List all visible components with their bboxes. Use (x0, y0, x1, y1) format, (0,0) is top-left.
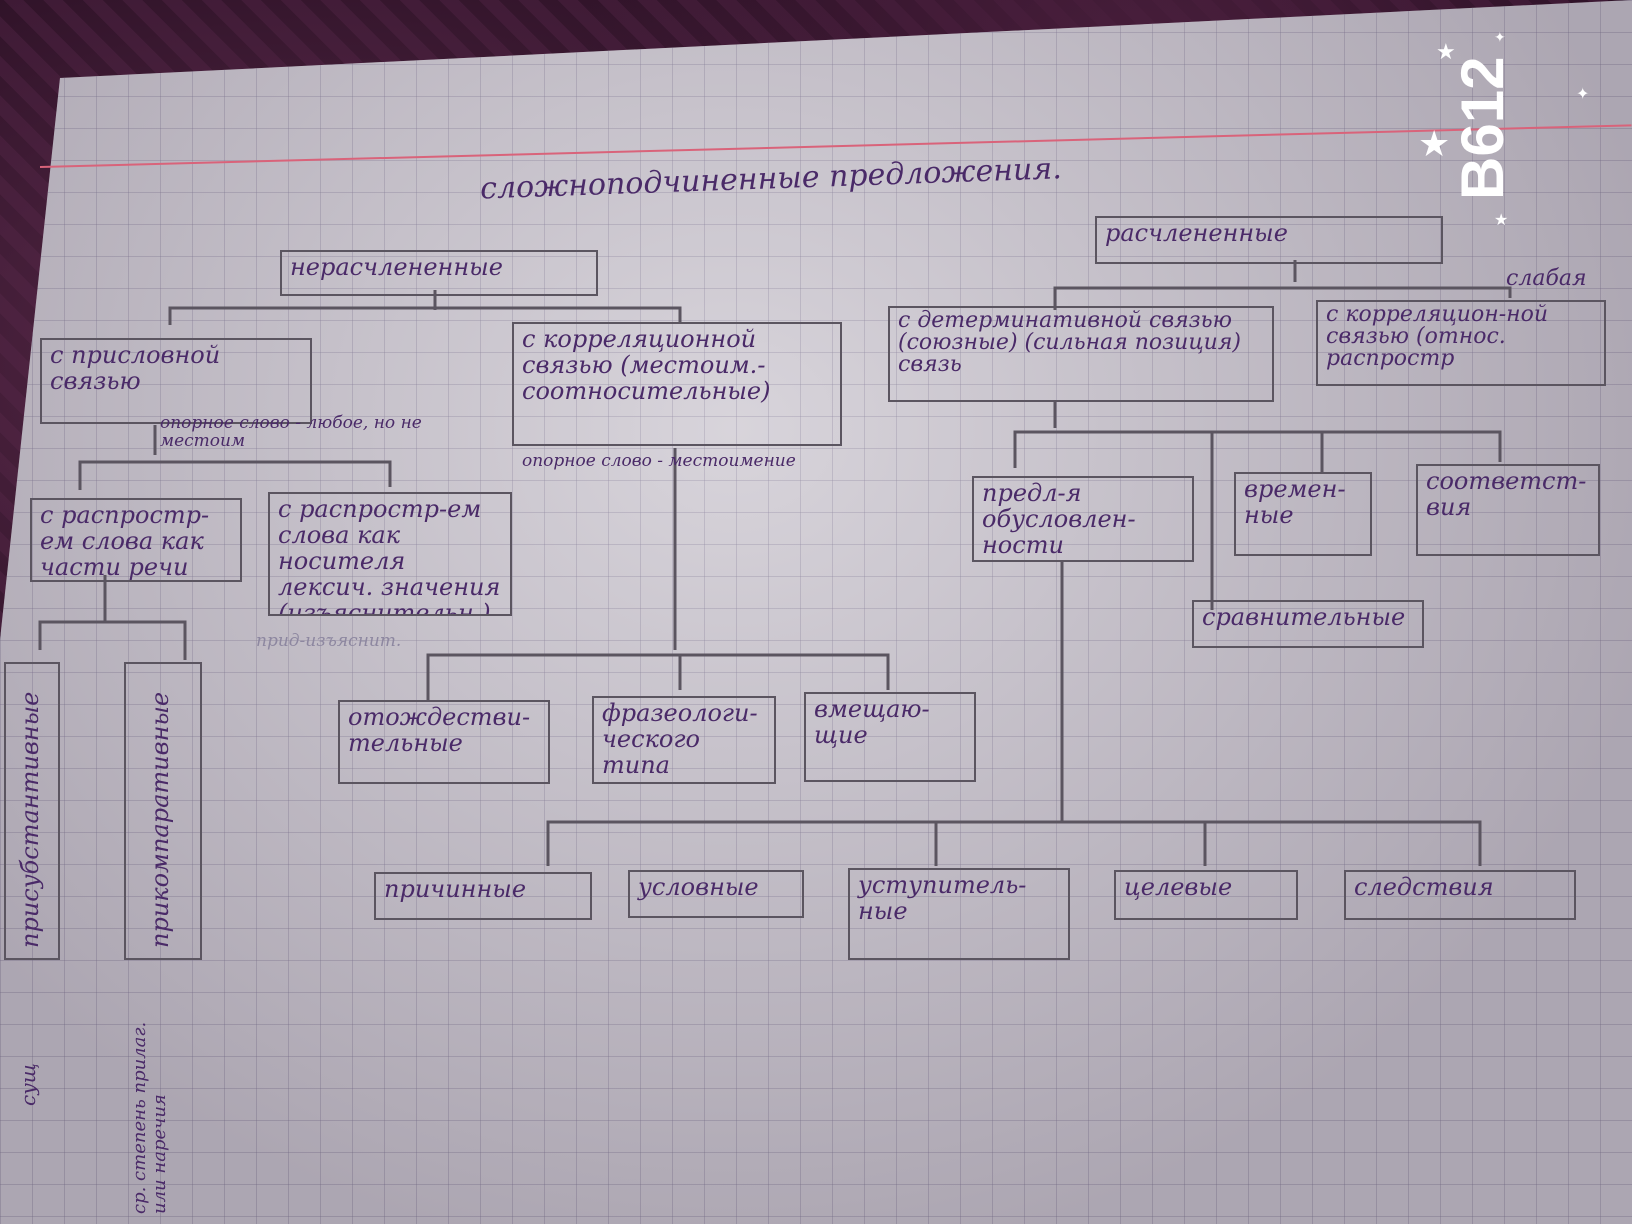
node-tselevye: целевые (1114, 870, 1298, 920)
node-otozhdest: отождестви-тельные (338, 700, 550, 784)
node-prislovnaya: с присловной связью (40, 338, 312, 424)
connector (78, 425, 392, 490)
star-icon: ★ (1494, 210, 1509, 229)
node-sledstviya: следствия (1344, 870, 1576, 920)
node-sootvet: соответст-вия (1416, 464, 1600, 556)
connector (546, 560, 1482, 866)
note-sush: сущ (16, 1063, 40, 1106)
node-uslovnye: условные (628, 870, 804, 918)
note-comparative: ср. степень прилаг. или наречия (129, 1021, 170, 1214)
connector (934, 822, 1207, 866)
connector (38, 575, 187, 660)
note-izyasnit: прид-изъяснит. (256, 631, 402, 651)
node-rasch: расчлененные (1095, 216, 1443, 264)
node-nerasch: нерасчлененные (280, 250, 598, 296)
node-rasprostr-nositel: с распростр-ем слова как носителя лексич… (268, 492, 512, 616)
node-prichinnye: причинные (374, 872, 592, 920)
node-rasprostr-chast: с распростр-ем слова как части речи (30, 498, 242, 582)
node-vmeshchayu: вмещаю-щие (804, 692, 976, 782)
node-frazeolog: фразеологи-ческого типа (592, 696, 776, 784)
connector (168, 290, 682, 325)
node-sravnit: сравнительные (1192, 600, 1424, 648)
node-obuslov: предл-я обусловлен-ности (972, 476, 1194, 562)
node-vert2-frame (124, 662, 202, 960)
b612-watermark: B612 (1449, 56, 1516, 200)
star-icon: ✦ (1494, 30, 1506, 46)
node-ustupitelnye: уступитель-ные (848, 868, 1070, 960)
node-prikomparativnye: прикомпаративные (146, 691, 174, 948)
node-vremennye: времен-ные (1234, 472, 1372, 556)
star-icon: ✦ (1576, 84, 1590, 103)
connector (1013, 400, 1502, 468)
connector (1210, 432, 1324, 610)
note-slabaya: слабая (1506, 266, 1587, 291)
node-correl-right: с корреляцион-ной связью (относ. распрос… (1316, 300, 1606, 386)
connector (426, 448, 890, 700)
node-determ: с детерминативной связью (союзные) (силь… (888, 306, 1274, 402)
node-correl: с корреляционной связью (местоим.-соотно… (512, 322, 842, 446)
note-correl: опорное слово - местоимение (522, 451, 796, 471)
note-prislovnaya: опорное слово - любое, но не местоим (160, 413, 422, 451)
node-prisubstantivnye: присубстантивные (16, 691, 44, 948)
node-vert1-frame (4, 662, 60, 960)
star-icon: ★ (1418, 124, 1451, 165)
star-icon: ★ (1436, 40, 1456, 65)
